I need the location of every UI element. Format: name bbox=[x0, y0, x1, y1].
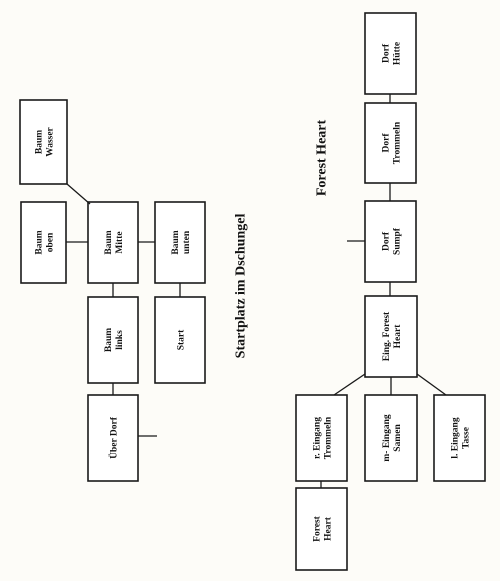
room-ueber-dorf bbox=[87, 394, 139, 482]
room-r-eingang-trommeln-label-line: r. Eingang bbox=[313, 417, 323, 459]
room-forest-heart-label-line: Heart bbox=[324, 516, 334, 541]
room-baum-wasser-label: BaumWasser bbox=[35, 126, 56, 156]
room-dorf-trommeln-label: DorfTrommeln bbox=[382, 121, 403, 164]
edge-wasser-mitte bbox=[66, 183, 91, 205]
room-baum-wasser-label-line: Baum bbox=[35, 130, 45, 154]
room-l-eingang-tasse-label-line: Tasse bbox=[462, 427, 472, 449]
room-baum-oben bbox=[20, 201, 67, 284]
room-baum-mitte-label-line: Mitte bbox=[115, 231, 125, 253]
room-forest-heart bbox=[295, 487, 348, 571]
room-baum-mitte-label-line: Baum bbox=[104, 230, 114, 254]
room-dorf-trommeln-label-line: Trommeln bbox=[393, 121, 403, 164]
room-baum-links-label-line: Baum bbox=[104, 328, 114, 352]
room-m-eingang-samen bbox=[364, 394, 418, 482]
room-l-eingang-tasse bbox=[433, 394, 486, 482]
room-start bbox=[154, 296, 206, 384]
room-eing-forest-heart-label: Eing. ForestHeart bbox=[382, 311, 403, 361]
room-l-eingang-tasse-label-line: l. Eingang bbox=[451, 417, 461, 458]
edge-eing-l bbox=[416, 373, 447, 396]
room-dorf-sumpf bbox=[364, 200, 417, 283]
room-baum-mitte-label: BaumMitte bbox=[104, 230, 125, 254]
edge-eing-r bbox=[333, 373, 366, 396]
room-l-eingang-tasse-label: l. EingangTasse bbox=[451, 417, 472, 458]
room-baum-links-label-line: links bbox=[115, 330, 125, 350]
room-r-eingang-trommeln-label: r. EingangTrommeln bbox=[313, 416, 334, 459]
room-dorf-trommeln-label-line: Dorf bbox=[382, 133, 392, 153]
room-eing-forest-heart-label-line: Eing. Forest bbox=[382, 311, 392, 361]
room-dorf-sumpf-label-line: Dorf bbox=[382, 231, 392, 251]
title-jungle: Startplatz im Dschungel bbox=[234, 214, 249, 359]
room-r-eingang-trommeln bbox=[295, 394, 348, 482]
room-baum-oben-label-line: Baum bbox=[35, 230, 45, 254]
room-baum-wasser bbox=[19, 99, 68, 185]
room-dorf-sumpf-label: DorfSumpf bbox=[382, 227, 403, 255]
room-baum-oben-label: Baumoben bbox=[35, 230, 56, 254]
room-dorf-huette-label-line: Dorf bbox=[382, 43, 392, 63]
room-baum-unten-label: Baumunten bbox=[171, 230, 192, 254]
room-baum-unten-label-line: unten bbox=[182, 230, 192, 254]
room-m-eingang-samen-label: m- EingangSamen bbox=[382, 414, 403, 461]
room-dorf-huette-label: DorfHütte bbox=[382, 42, 403, 65]
room-m-eingang-samen-label-line: m- Eingang bbox=[382, 414, 392, 461]
room-forest-heart-label-line: Forest bbox=[313, 515, 323, 542]
room-start-label-line: Start bbox=[177, 329, 187, 350]
room-baum-wasser-label-line: Wasser bbox=[46, 126, 56, 156]
room-eing-forest-heart-label-line: Heart bbox=[393, 324, 403, 349]
room-m-eingang-samen-label-line: Samen bbox=[393, 424, 403, 452]
room-baum-oben-label-line: oben bbox=[46, 232, 56, 252]
room-dorf-sumpf-label-line: Sumpf bbox=[393, 227, 403, 255]
title-forest: Forest Heart bbox=[315, 120, 330, 197]
room-ueber-dorf-label: Über Dorf bbox=[107, 416, 120, 459]
room-forest-heart-label: ForestHeart bbox=[313, 515, 334, 542]
room-dorf-huette bbox=[364, 12, 417, 95]
room-baum-unten bbox=[154, 201, 206, 284]
room-start-label: Start bbox=[177, 329, 187, 350]
room-baum-links-label: Baumlinks bbox=[104, 328, 125, 352]
room-ueber-dorf-label-line: Über Dorf bbox=[107, 416, 120, 459]
room-dorf-huette-label-line: Hütte bbox=[393, 42, 403, 65]
room-r-eingang-trommeln-label-line: Trommeln bbox=[324, 416, 334, 459]
room-baum-unten-label-line: Baum bbox=[171, 230, 181, 254]
